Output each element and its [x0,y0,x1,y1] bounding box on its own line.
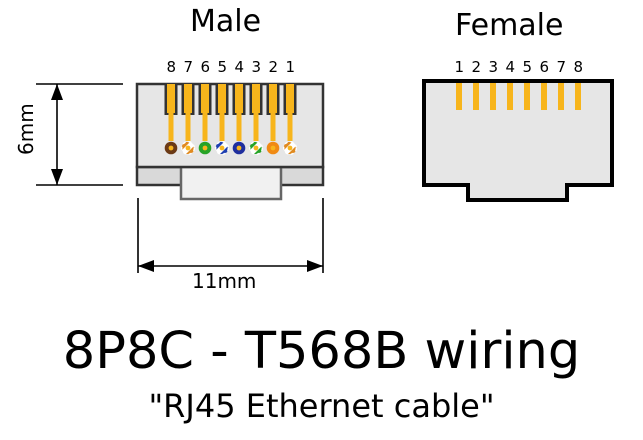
female-body [422,79,614,202]
wire-end [198,141,212,155]
wire-end [180,140,195,155]
male-pin-label: 4 [234,58,245,76]
male-pin-label: 8 [166,58,177,76]
width-arrow-right [307,260,323,272]
male-contact-blade [235,84,243,113]
female-pin-label: 3 [488,58,499,76]
female-contact [456,83,462,110]
page-subtitle: "RJ45 Ethernet cable" [148,387,495,425]
wire-conductor [253,145,259,151]
male-pin-label: 2 [268,58,279,76]
wire-end [232,141,246,155]
wire-stripe-ring [180,140,195,155]
wire-stripe [220,146,229,154]
wire-stripe-ring [214,140,229,155]
male-contact-blade [218,84,226,113]
female-contact [490,83,496,110]
female-pin-label: 1 [454,58,465,76]
male-pin-label: 3 [251,58,262,76]
male-contact-lead [253,113,259,141]
male-pin-label: 7 [183,58,194,76]
female-pin-label: 6 [539,58,550,76]
wire-stripe [181,142,190,150]
width-dimension [137,198,324,273]
female-contact [473,83,479,110]
male-contact-blade [269,84,277,113]
female-pin-label: 2 [471,58,482,76]
female-contact [507,83,513,110]
height-arrow-top [51,84,63,100]
female-pin-label: 7 [556,58,567,76]
wire-conductor [219,145,225,151]
wire-stripe [186,146,195,154]
wire-end [214,140,229,155]
wire-stripe [249,142,258,150]
female-connector [422,79,614,202]
male-contact-blade [286,84,294,113]
male-contact-lead [202,113,208,141]
wire-conductor [168,145,174,151]
page-title: 8P8C - T568B wiring [62,322,581,381]
male-connector [135,82,325,201]
wire-conductor [236,145,242,151]
male-contact-blade [252,84,260,113]
wire-stripe [254,146,263,154]
wire-end [266,141,280,155]
male-contact-lead [236,113,242,141]
male-contacts [164,84,297,141]
wire-stripe-ring [248,140,263,155]
wire-stripe [215,142,224,150]
wire-end [164,141,178,155]
male-contact-lead [168,113,174,141]
female-contacts [456,83,581,110]
female-contact [575,83,581,110]
female-pin-label: 5 [522,58,533,76]
male-latch-tab [179,165,283,201]
wire-end [248,140,263,155]
wire-end [283,140,298,155]
male-wire-ends [164,140,298,155]
female-contact [524,83,530,110]
width-arrow-left [138,260,154,272]
wire-stripe-ring [283,140,298,155]
height-arrow-bottom [51,169,63,185]
male-pin-label: 1 [285,58,296,76]
male-contact-lead [185,113,191,141]
male-contact-lead [219,113,225,141]
female-pin-label: 8 [573,58,584,76]
wire-stripe [283,142,292,150]
male-title: Male [190,4,262,39]
wire-conductor [202,145,208,151]
male-pin-label: 5 [217,58,228,76]
female-title: Female [455,8,564,43]
male-pin-label: 6 [200,58,211,76]
wire-conductor [270,145,276,151]
female-pin-label: 4 [505,58,516,76]
male-contact-lead [270,113,276,141]
height-dimension [36,83,123,186]
wire-stripe [288,146,297,154]
male-contact-lead [287,113,293,141]
female-contact [558,83,564,110]
male-contact-blade [201,84,209,113]
wire-conductor [287,145,293,151]
wire-conductor [185,145,191,151]
male-contact-blade [167,84,175,113]
female-contact [541,83,547,110]
height-dimension-label: 6mm [14,103,38,155]
width-dimension-label: 11mm [192,269,257,293]
male-contact-blade [184,84,192,113]
